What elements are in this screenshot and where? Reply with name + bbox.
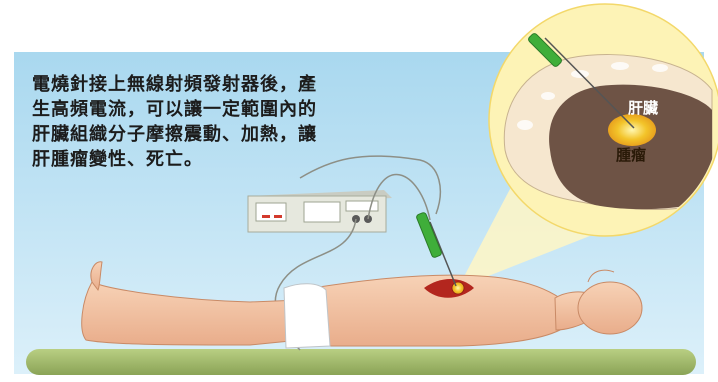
ablation-needle-icon	[416, 212, 457, 287]
bed	[26, 349, 696, 375]
description-line-3: 肝臟組織分子摩擦震動、加熱，讓	[32, 124, 317, 145]
description-line-1: 電燒針接上無線射頻發射器後，產	[32, 74, 317, 95]
liver-zoom-icon	[488, 3, 718, 237]
zoom-cone	[458, 170, 605, 288]
liver-label: 肝臟	[628, 99, 659, 117]
tumor-label: 腫瘤	[616, 146, 647, 164]
patient-figure-icon	[81, 261, 643, 349]
rf-generator-icon	[247, 190, 392, 233]
description-line-4: 肝腫瘤變性、死亡。	[32, 149, 203, 170]
needle-cable	[367, 173, 431, 221]
description-line-2: 生高頻電流，可以讓一定範圍內的	[32, 99, 317, 120]
description-text: 電燒針接上無線射頻發射器後，產 生高頻電流，可以讓一定範圍內的 肝臟組織分子摩擦…	[32, 72, 392, 172]
